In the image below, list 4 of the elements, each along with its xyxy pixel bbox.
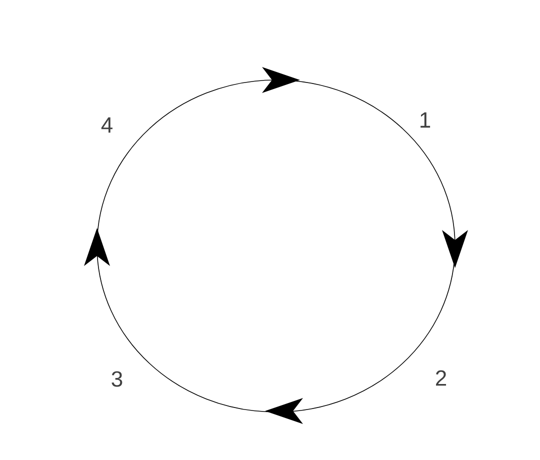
- point-label: 1: [420, 112, 430, 128]
- point-label: 2: [436, 370, 446, 386]
- point-label: 3: [112, 371, 122, 387]
- point-label: 4: [101, 117, 112, 133]
